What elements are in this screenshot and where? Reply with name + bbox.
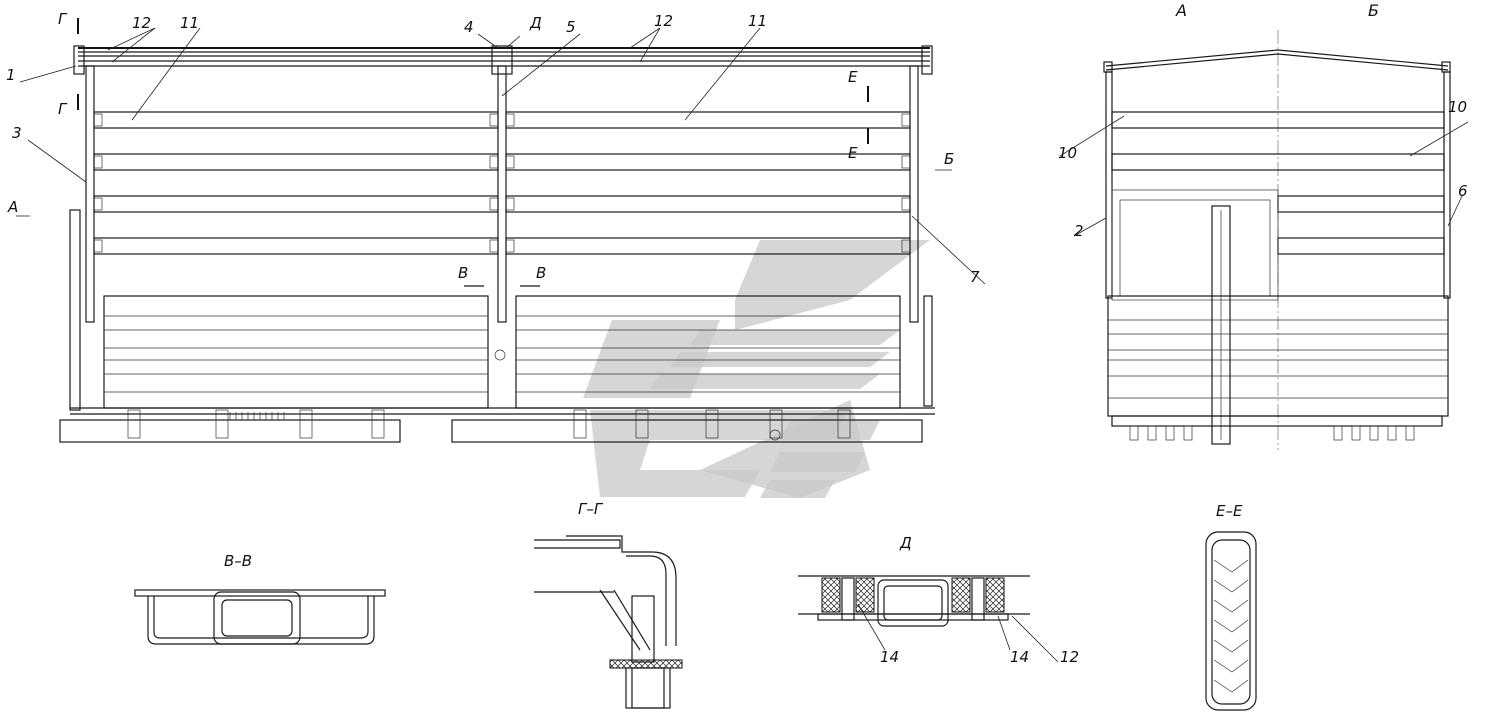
leader-lines	[19, 27, 986, 285]
side-view	[16, 18, 986, 443]
marker-v-left: В	[458, 264, 468, 282]
board-brackets	[93, 113, 911, 253]
pos-6: 6	[1458, 182, 1468, 200]
section-label-vv: В–В	[224, 552, 252, 570]
pos-7: 7	[970, 268, 980, 286]
watermark-logo	[583, 240, 930, 498]
section-vv	[134, 589, 386, 645]
pos-1: 1	[6, 66, 16, 84]
top-rails	[73, 45, 933, 75]
marker-g-top: Г	[58, 10, 68, 28]
pos-2: 2	[1074, 222, 1084, 240]
pos-14-right: 14	[1010, 648, 1029, 666]
subframe	[59, 349, 923, 443]
end-view	[1059, 30, 1469, 450]
pos-12-left: 12	[132, 14, 151, 32]
side-posts	[85, 65, 919, 323]
pos-10-left: 10	[1058, 144, 1077, 162]
pos-4: 4	[464, 18, 474, 36]
pos-11-left: 11	[180, 14, 199, 32]
detail-label-d: Д	[899, 534, 912, 552]
pos-12-detail: 12	[1060, 648, 1079, 666]
section-marks	[16, 18, 952, 287]
lower-body	[69, 209, 935, 415]
marker-e-bottom: Е	[848, 144, 858, 162]
pos-5: 5	[566, 18, 576, 36]
pos-11-right: 11	[748, 12, 767, 30]
pos-12-right: 12	[654, 12, 673, 30]
marker-v-right: В	[536, 264, 546, 282]
section-gg	[534, 535, 683, 709]
view-label-b: Б	[1368, 1, 1379, 20]
section-ee	[1205, 531, 1257, 711]
detail-d	[798, 575, 1059, 663]
marker-b: Б	[944, 150, 954, 168]
section-label-ee: Е–Е	[1216, 502, 1243, 520]
marker-a: А	[7, 198, 18, 216]
side-boards	[93, 111, 911, 255]
pos-3: 3	[12, 124, 22, 142]
pos-14-left: 14	[880, 648, 899, 666]
marker-d: Д	[529, 14, 542, 32]
marker-e-top: Е	[848, 68, 858, 86]
pos-10-right: 10	[1448, 98, 1467, 116]
section-label-gg: Г–Г	[578, 500, 604, 518]
marker-g-bottom: Г	[58, 100, 68, 118]
view-label-a: А	[1175, 1, 1187, 20]
labels: А Б В–В Г–Г Д Е–Е Г Г Д Е Е Б А В В 1 3 …	[6, 1, 1468, 666]
